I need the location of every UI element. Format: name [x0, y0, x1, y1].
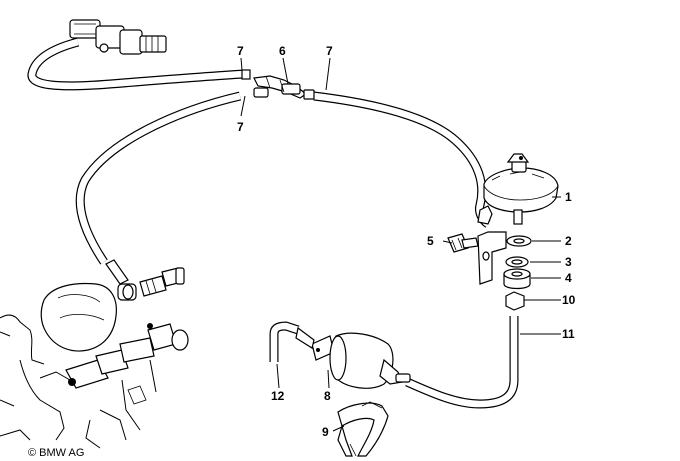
hose-12: [269, 321, 300, 362]
engine-outline: [0, 282, 189, 449]
callout-10: 10: [562, 293, 576, 307]
vacuum-valve-1: [477, 153, 559, 225]
t-piece-6: [241, 69, 315, 100]
callout-3: 3: [565, 255, 572, 269]
callout-7-right: 7: [326, 44, 333, 58]
hose-long-left: [75, 91, 242, 265]
hose-end-fittings: [105, 259, 185, 301]
callout-7-lower: 7: [237, 120, 244, 134]
callout-12: 12: [271, 389, 285, 403]
copyright-text: © BMW AG: [28, 447, 84, 459]
hose-upper-left: [27, 37, 245, 91]
hose-lower: [405, 316, 519, 409]
upper-connector: [69, 19, 167, 55]
callout-4: 4: [565, 271, 572, 285]
callout-11: 11: [562, 327, 575, 341]
callout-2: 2: [565, 234, 572, 248]
callout-1: 1: [565, 190, 572, 204]
callout-9: 9: [322, 425, 329, 439]
bracket-assembly: [447, 231, 532, 311]
callout-6: 6: [279, 44, 286, 58]
hose-right-to-valve: [313, 91, 491, 228]
clip-9: [337, 401, 389, 457]
callout-5: 5: [427, 234, 434, 248]
callout-7-left: 7: [237, 44, 244, 58]
leader-lines: [240, 57, 561, 432]
callout-8: 8: [324, 389, 331, 403]
fuel-filter-8: [295, 326, 411, 389]
